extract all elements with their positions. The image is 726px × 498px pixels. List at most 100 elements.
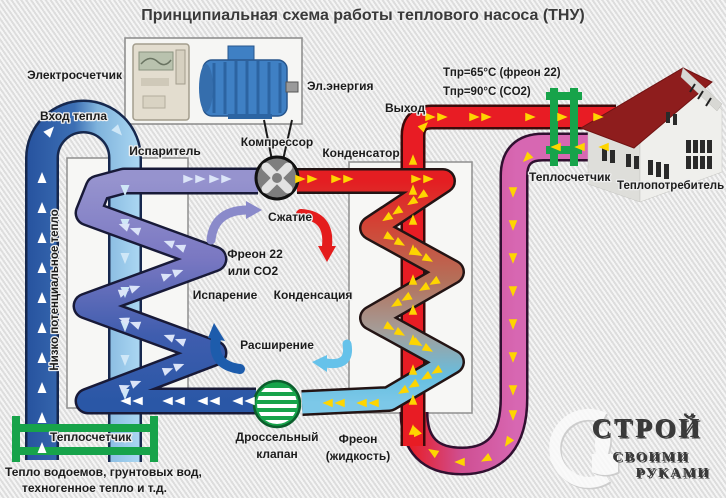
label-throttle-1: Дроссельный bbox=[236, 430, 319, 444]
flow-arrow bbox=[37, 412, 47, 423]
label-electric-meter: Электросчетчик bbox=[27, 68, 123, 82]
flow-arrow bbox=[174, 396, 185, 406]
flow-arrow bbox=[393, 326, 405, 336]
label-compressor: Компрессор bbox=[241, 135, 313, 149]
flow-arrow bbox=[428, 448, 440, 459]
compressor-icon bbox=[254, 155, 300, 201]
flow-arrow bbox=[173, 363, 185, 372]
watermark-text-shadow3: РУКАМИ bbox=[637, 468, 712, 483]
flow-arrow bbox=[195, 174, 206, 184]
house-windows bbox=[602, 112, 712, 179]
watermark-thumb-icon bbox=[592, 430, 620, 477]
flow-arrow bbox=[407, 195, 419, 206]
flow-arrow bbox=[244, 396, 255, 406]
flow-arrow bbox=[480, 452, 493, 462]
watermark-text-shadow: СТРОЙ bbox=[593, 415, 704, 445]
watermark-text-shadow2: СВОИМИ bbox=[614, 452, 691, 467]
label-heat-meter-left: Теплосчетчик bbox=[50, 430, 132, 444]
watermark-text-2: СВОИМИ bbox=[612, 450, 689, 465]
flow-arrow bbox=[522, 151, 534, 163]
page-title: Принципиальная схема работы теплового на… bbox=[141, 7, 585, 24]
flow-arrow bbox=[37, 442, 47, 453]
flow-arrow bbox=[295, 174, 306, 184]
label-low-potential-heat: Низко потенциальное тепло bbox=[49, 209, 61, 370]
flow-arrow bbox=[356, 398, 367, 408]
label-evaporation: Испарение bbox=[193, 288, 258, 302]
flow-arrow bbox=[508, 385, 518, 396]
flow-arrow bbox=[417, 121, 429, 133]
expansion-arrow-light bbox=[321, 339, 353, 369]
flow-arrow bbox=[172, 269, 184, 278]
flow-arrow bbox=[37, 172, 47, 183]
flow-arrow bbox=[425, 112, 436, 122]
flow-arrow bbox=[423, 174, 434, 184]
label-heat-consumer: Теплопотребитель bbox=[617, 180, 724, 192]
flow-arrow bbox=[120, 185, 130, 196]
flow-arrow bbox=[417, 189, 429, 199]
flow-arrow bbox=[307, 174, 318, 184]
label-electric-energy: Эл.энергия bbox=[307, 79, 373, 93]
motor-icon bbox=[199, 45, 299, 119]
flow-arrow bbox=[391, 297, 403, 307]
label-outlet: Выход bbox=[385, 101, 425, 115]
flow-arrow bbox=[163, 334, 175, 343]
flow-arrow bbox=[411, 247, 423, 256]
flow-arrow bbox=[598, 142, 609, 152]
flow-arrow bbox=[197, 396, 208, 406]
flow-arrow bbox=[368, 398, 379, 408]
flow-arrow bbox=[593, 112, 604, 122]
flow-arrow bbox=[129, 285, 141, 294]
flow-arrow bbox=[408, 304, 418, 315]
flow-arrow bbox=[129, 227, 142, 236]
label-condensation: Конденсация bbox=[274, 288, 353, 302]
flow-arrow bbox=[174, 244, 187, 253]
compression-arrow bbox=[206, 205, 251, 245]
flow-arrow bbox=[111, 124, 123, 136]
flow-arrow bbox=[408, 184, 418, 195]
flow-arrow bbox=[421, 252, 433, 262]
flow-arrow bbox=[574, 142, 585, 152]
flow-arrow bbox=[120, 355, 130, 366]
flow-arrow bbox=[343, 174, 354, 184]
flow-arrows bbox=[37, 111, 609, 467]
flow-arrow bbox=[383, 231, 395, 240]
flow-arrow bbox=[481, 112, 492, 122]
flow-arrow bbox=[525, 112, 536, 122]
heating-return-pipe bbox=[399, 132, 614, 476]
flow-arrow bbox=[383, 321, 395, 330]
flow-arrow bbox=[469, 112, 480, 122]
flow-arrow bbox=[334, 398, 345, 408]
flow-arrow bbox=[79, 111, 90, 121]
flow-arrow bbox=[37, 262, 47, 273]
flow-arrow bbox=[393, 236, 405, 246]
flow-arrow bbox=[508, 286, 518, 297]
watermark: СТРОЙ СТРОЙ СВОИМИ СВОИМИ РУКАМИ РУКАМИ bbox=[549, 408, 712, 490]
flow-arrow bbox=[120, 253, 130, 264]
flow-arrow bbox=[232, 396, 243, 406]
flow-arrow bbox=[408, 154, 418, 165]
label-refrigerant-2: или CO2 bbox=[228, 264, 279, 278]
flow-arrow bbox=[408, 378, 420, 388]
label-source-types-2: техногенное тепло и т.д. bbox=[22, 481, 167, 495]
flow-arrow bbox=[408, 394, 418, 405]
flow-arrow bbox=[413, 425, 422, 438]
flow-arrow bbox=[408, 274, 418, 285]
label-liquid-freon-1: Фреон bbox=[339, 432, 378, 446]
flow-arrow bbox=[120, 433, 130, 444]
flow-arrow bbox=[161, 368, 174, 376]
flow-arrow bbox=[557, 112, 568, 122]
house-icon bbox=[579, 67, 723, 203]
flow-arrow bbox=[43, 126, 55, 138]
drive-belt bbox=[263, 119, 293, 161]
label-throttle-2: клапан bbox=[256, 447, 298, 461]
flow-arrow bbox=[118, 317, 130, 326]
watermark-crescent bbox=[549, 408, 610, 488]
flow-arrow bbox=[411, 337, 423, 346]
flow-arrow bbox=[183, 174, 194, 184]
flow-arrow bbox=[37, 202, 47, 213]
electric-meter-icon bbox=[132, 43, 190, 121]
label-temp-freon: Тпр=65°С (фреон 22) bbox=[443, 67, 561, 79]
label-evaporator: Испаритель bbox=[129, 144, 200, 158]
label-heat-meter-right: Теплосчетчик bbox=[529, 170, 611, 184]
